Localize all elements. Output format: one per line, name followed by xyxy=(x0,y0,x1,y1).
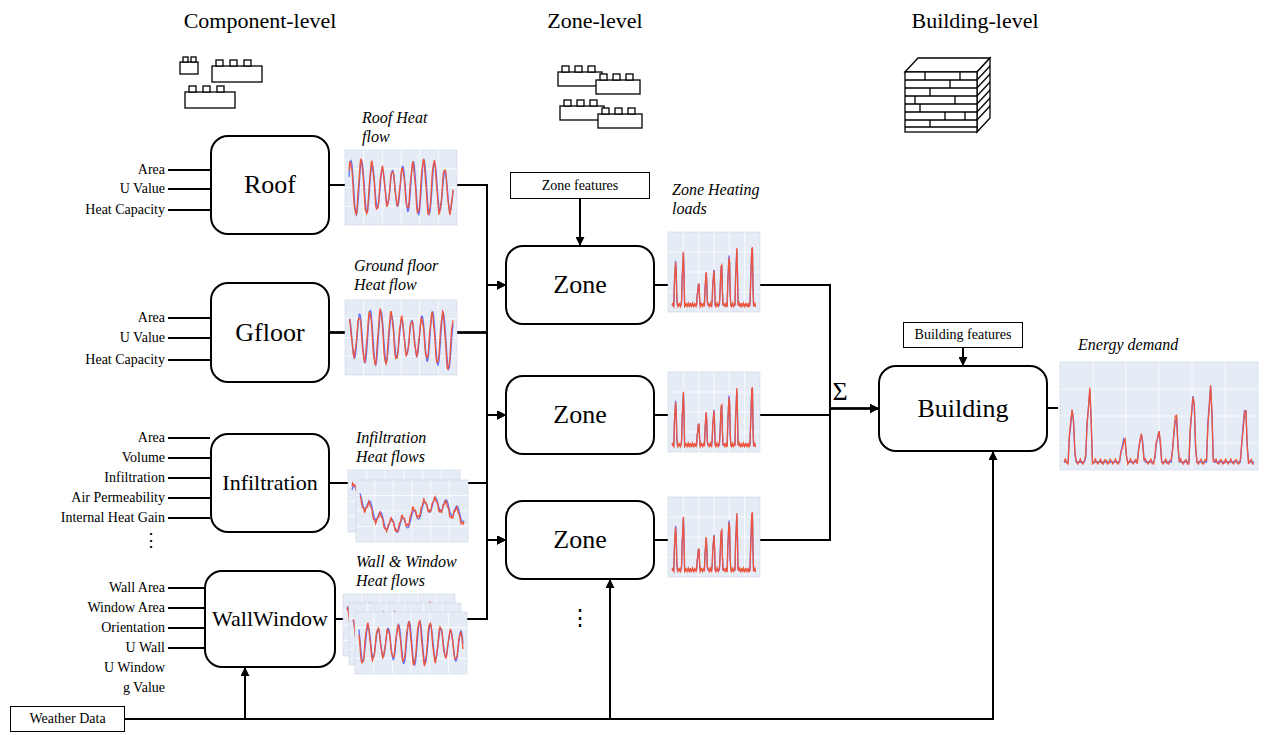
component-box: WallWindow xyxy=(204,570,336,668)
input-label: g Value xyxy=(123,680,165,697)
node-text: Weather Data xyxy=(29,711,105,727)
plot-label: Ground floor Heat flow xyxy=(354,256,454,294)
input-label: U Window xyxy=(104,660,165,677)
input-label: Internal Heat Gain xyxy=(61,510,165,527)
input-label: U Value xyxy=(120,181,165,198)
time-series-plot xyxy=(355,612,467,674)
zone-brick-icon xyxy=(558,66,642,128)
feature-box: Zone features xyxy=(510,172,650,199)
connector-arrow xyxy=(330,285,505,483)
node-text: Zone xyxy=(553,400,606,430)
input-label: Heat Capacity xyxy=(85,352,165,369)
zone-box: Zone xyxy=(505,375,655,455)
input-label: U Wall xyxy=(126,640,165,657)
node-text: Zone features xyxy=(542,178,619,194)
time-series-plot xyxy=(345,300,457,375)
component-box: Infiltration xyxy=(210,433,330,533)
connector-arrow xyxy=(962,348,964,365)
plot-label: Wall & Window Heat flows xyxy=(356,552,476,590)
input-label: ⋮ xyxy=(142,530,160,552)
zone-box: Zone xyxy=(505,245,655,325)
connector-arrow xyxy=(336,415,505,619)
sum-symbol: Σ xyxy=(832,376,847,407)
time-series-plot xyxy=(1060,362,1258,470)
input-label: Volume xyxy=(122,450,165,467)
plot-label: ⋮ xyxy=(569,605,591,631)
input-box: Weather Data xyxy=(10,706,125,732)
node-text: Building features xyxy=(915,327,1012,343)
node-text: Building xyxy=(917,394,1008,424)
component-box: Roof xyxy=(210,135,330,235)
time-series-plot xyxy=(356,480,468,542)
input-label: U Value xyxy=(120,330,165,347)
node-text: Infiltration xyxy=(222,470,317,496)
plot-label: Zone Heating loads xyxy=(672,180,772,218)
component-box: Gfloor xyxy=(210,282,330,383)
level-heading: Zone-level xyxy=(547,8,642,34)
input-label: Area xyxy=(138,310,165,327)
input-label: Heat Capacity xyxy=(85,202,165,219)
input-ticks xyxy=(168,170,210,648)
time-series-plot xyxy=(345,150,457,225)
node-text: Zone xyxy=(553,270,606,300)
connector-arrow xyxy=(125,452,993,719)
node-text: WallWindow xyxy=(212,606,328,632)
building-cube-icon xyxy=(905,58,990,132)
connector-arrow xyxy=(579,199,581,245)
input-label: Orientation xyxy=(101,620,165,637)
building-box: Building xyxy=(878,365,1048,452)
time-series-plot xyxy=(668,497,760,577)
input-label: Area xyxy=(138,162,165,179)
node-text: Zone xyxy=(553,525,606,555)
level-heading: Building-level xyxy=(911,8,1038,34)
node-text: Gfloor xyxy=(235,318,304,348)
connector-arrow xyxy=(336,285,505,619)
connector-arrow xyxy=(125,580,610,719)
input-label: Window Area xyxy=(87,600,165,617)
input-label: Wall Area xyxy=(109,580,165,597)
plot-label: Energy demand xyxy=(1078,335,1178,354)
time-series-plot xyxy=(668,372,760,452)
zone-box: Zone xyxy=(505,500,655,580)
feature-box: Building features xyxy=(903,322,1023,348)
output-arrow xyxy=(1048,407,1058,409)
plot-label: Roof Heat flow xyxy=(362,108,442,146)
brick-icon xyxy=(180,57,262,108)
time-series-plot xyxy=(668,232,760,312)
input-label: Air Permeability xyxy=(71,490,165,507)
input-label: Infiltration xyxy=(104,470,165,487)
level-heading: Component-level xyxy=(184,8,337,34)
input-label: Area xyxy=(138,430,165,447)
plot-label: Infiltration Heat flows xyxy=(356,428,448,466)
node-text: Roof xyxy=(244,170,296,200)
